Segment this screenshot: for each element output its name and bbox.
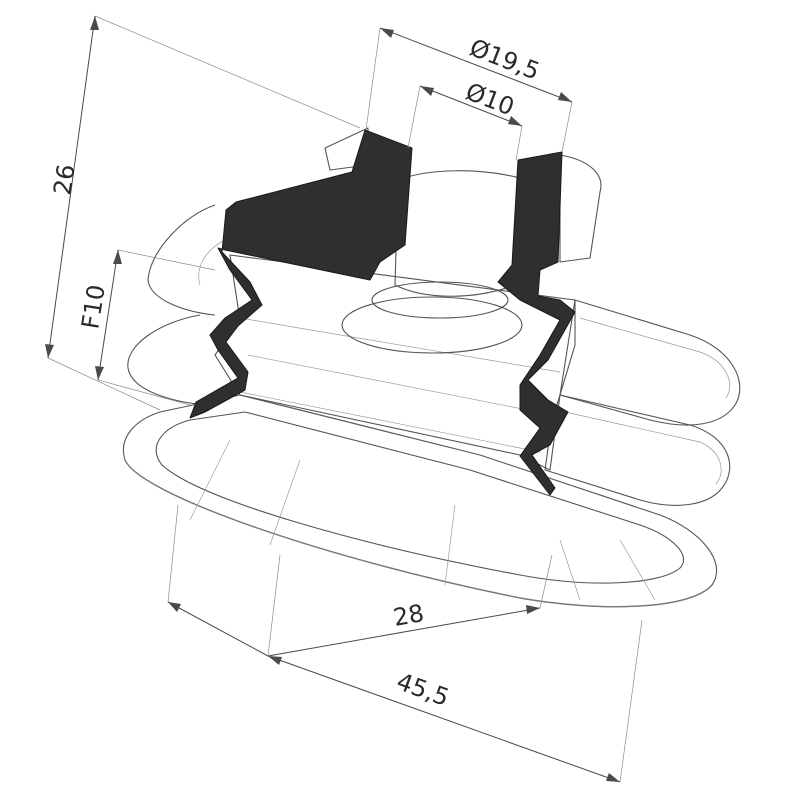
- height-ext-top: [94, 15, 361, 129]
- label-length: 45,5: [393, 667, 453, 712]
- width-dim-line: [167, 601, 269, 657]
- dia-inner-dim-line: [419, 85, 523, 127]
- label-height: 26: [48, 162, 80, 197]
- lip-facet-5: [619, 539, 656, 601]
- back-fold-lower: [127, 314, 206, 406]
- lip-facet-1: [189, 439, 231, 521]
- length-dim-line: [267, 655, 621, 783]
- lip-rim-shade: [124, 459, 713, 608]
- back-fold-neck: [198, 239, 226, 286]
- bellows-ridge-1: [239, 317, 561, 373]
- label-outer-diameter: Ø19,5: [466, 33, 544, 85]
- dimension-lines: [45, 15, 643, 783]
- section-cut-left: [189, 129, 413, 419]
- bellows-ridge-2: [247, 354, 549, 415]
- dia-inner-arrow-left: [420, 86, 434, 96]
- length-ext-right: [619, 619, 643, 783]
- section-cut-right: [497, 151, 576, 496]
- lip-facet-4: [559, 539, 581, 601]
- dia-inner-arrow-right: [508, 116, 522, 126]
- width-ext-right: [539, 554, 553, 609]
- fold-arrow-top: [113, 250, 122, 264]
- length-ext-left: [267, 554, 281, 657]
- bore-seat-inner: [371, 281, 509, 319]
- neck-front-right: [559, 154, 602, 263]
- cup-body: [122, 127, 741, 608]
- suction-lip-inner: [155, 411, 685, 584]
- dia-inner-ext-right: [515, 125, 523, 161]
- lip-facet-3: [444, 504, 456, 586]
- lip-facet-2: [269, 459, 301, 546]
- width-dim-line-2: [267, 607, 541, 657]
- height-arrow-bottom: [45, 344, 54, 358]
- width-ext-left: [167, 504, 179, 603]
- label-width: 28: [391, 599, 426, 632]
- right-fold-lower-ridge: [564, 411, 722, 485]
- bore-seat: [341, 296, 523, 354]
- suction-lip: [122, 394, 718, 608]
- right-fold-lower: [544, 394, 731, 506]
- right-fold-upper: [559, 299, 741, 426]
- fold-arrow-bottom: [95, 366, 104, 380]
- dia-outer-dim-line: [379, 27, 573, 103]
- width-arrow-left: [168, 602, 181, 612]
- dia-outer-arrow-right: [558, 92, 572, 102]
- dia-inner-ext-left: [407, 85, 421, 149]
- back-fold-upper: [147, 204, 216, 316]
- length-arrow-left: [268, 656, 282, 665]
- width-arrow-right: [526, 605, 540, 614]
- dia-outer-ext-left: [365, 27, 381, 131]
- height-dim-line: [47, 15, 96, 359]
- length-arrow-right: [606, 773, 620, 782]
- dia-outer-ext-right: [561, 101, 573, 153]
- dia-outer-arrow-left: [380, 28, 394, 38]
- dimension-labels: Ø19,5 Ø10 26 F10 28 45,5: [48, 33, 543, 711]
- height-arrow-top: [90, 16, 99, 30]
- height-ext-bottom: [47, 357, 161, 411]
- bellows-ridge-3: [239, 391, 541, 453]
- fold-dim-line: [97, 249, 119, 381]
- fold-ext-top: [117, 249, 216, 271]
- right-fold-upper-ridge: [579, 317, 730, 399]
- label-fold-height: F10: [76, 283, 111, 331]
- fold-ext-bottom: [97, 379, 191, 406]
- label-inner-diameter: Ø10: [462, 77, 518, 121]
